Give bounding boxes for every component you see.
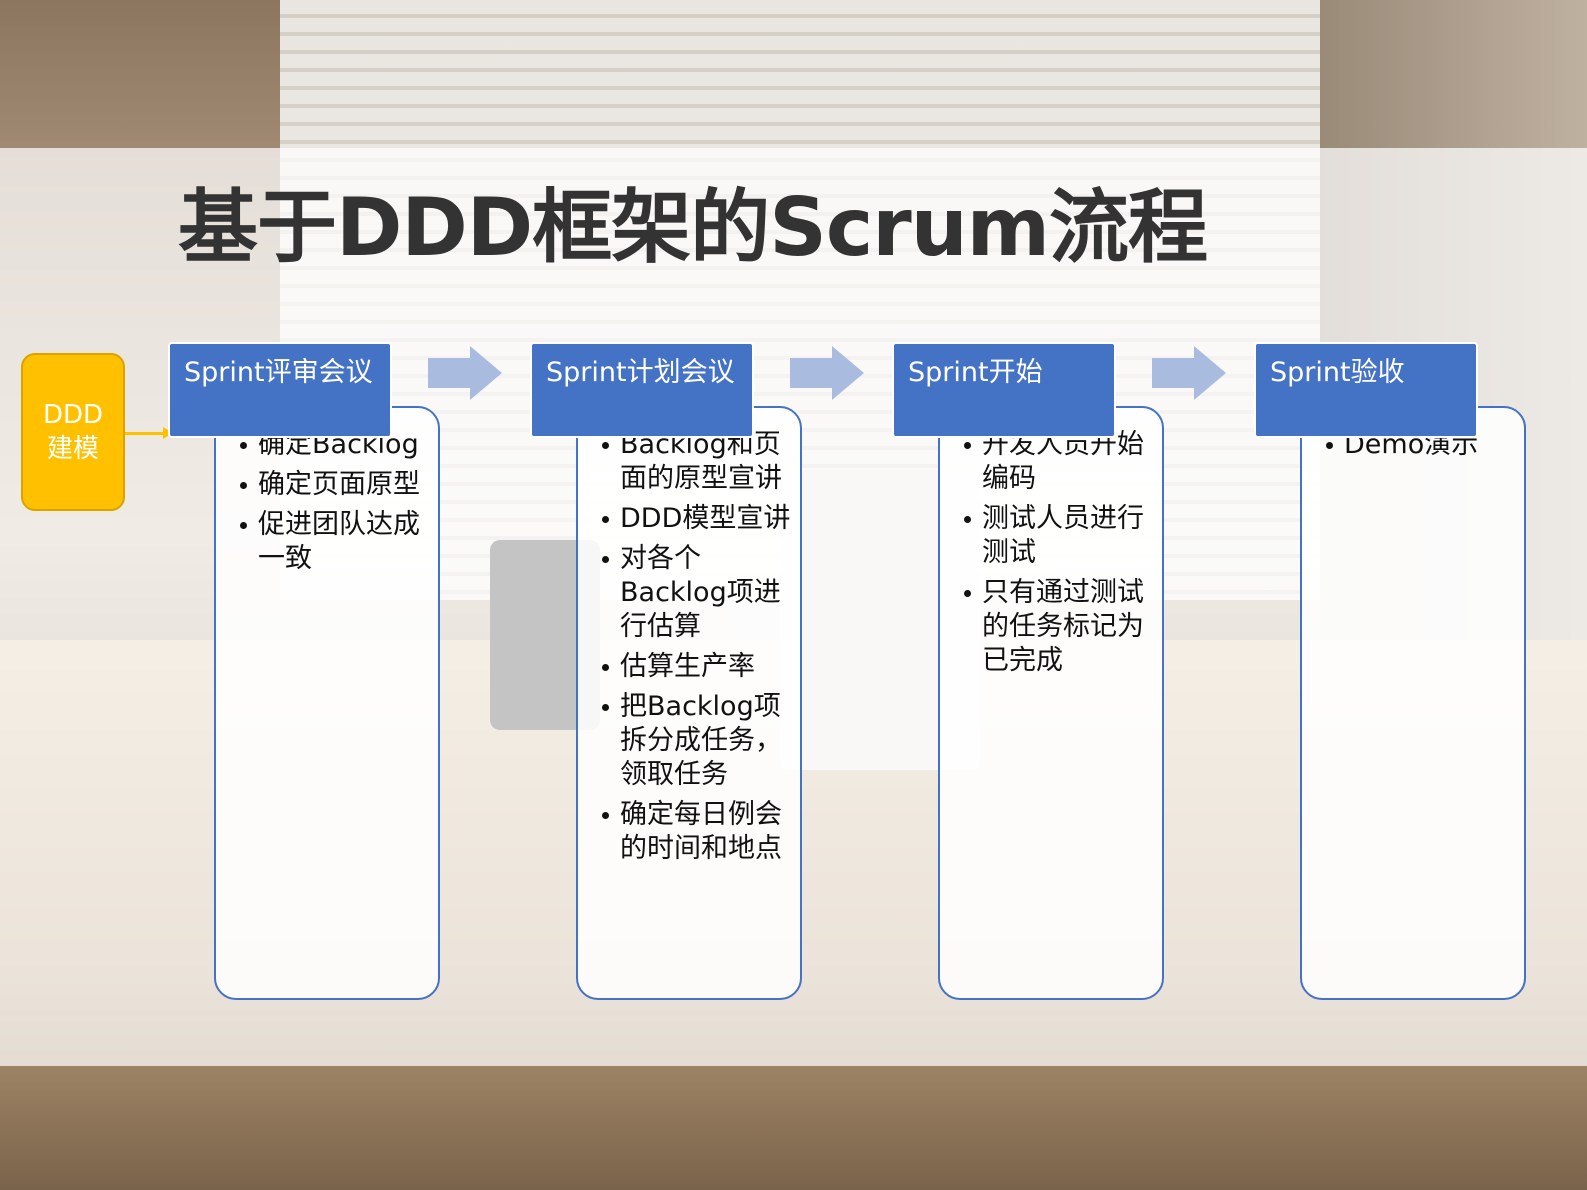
- stage-header: Sprint开始: [892, 342, 1116, 438]
- stage-header: Sprint验收: [1254, 342, 1478, 438]
- list-item: DDD模型宣讲: [600, 502, 792, 536]
- ddd-modeling-box: DDD 建模: [21, 353, 125, 511]
- list-item: 只有通过测试的任务标记为已完成: [962, 576, 1154, 678]
- right-arrow-icon: [790, 346, 864, 400]
- list-item: Backlog和页面的原型宣讲: [600, 428, 792, 496]
- stage-body: 确定Backlog 确定页面原型 促进团队达成一致: [214, 406, 440, 1000]
- stage-sprint-planning: Backlog和页面的原型宣讲 DDD模型宣讲 对各个Backlog项进行估算 …: [530, 342, 892, 1012]
- right-arrow-icon: [428, 346, 502, 400]
- list-item: 确定每日例会的时间和地点: [600, 798, 792, 866]
- list-item: 对各个Backlog项进行估算: [600, 542, 792, 644]
- list-item: 把Backlog项拆分成任务，领取任务: [600, 690, 792, 792]
- list-item: 确定页面原型: [238, 468, 430, 502]
- stage-sprint-acceptance: Demo演示 Sprint验收: [1254, 342, 1587, 1012]
- list-item: 促进团队达成一致: [238, 508, 430, 576]
- stage-body: Demo演示: [1300, 406, 1526, 1000]
- stage-item-list: 开发人员开始编码 测试人员进行测试 只有通过测试的任务标记为已完成: [962, 428, 1154, 678]
- stage-sprint-start: 开发人员开始编码 测试人员进行测试 只有通过测试的任务标记为已完成 Sprint…: [892, 342, 1254, 1012]
- page-title: 基于DDD框架的Scrum流程: [178, 181, 1208, 274]
- list-item: 估算生产率: [600, 650, 792, 684]
- list-item: 开发人员开始编码: [962, 428, 1154, 496]
- stage-item-list: 确定Backlog 确定页面原型 促进团队达成一致: [238, 428, 430, 576]
- stage-body: Backlog和页面的原型宣讲 DDD模型宣讲 对各个Backlog项进行估算 …: [576, 406, 802, 1000]
- ddd-connector-arrow-icon: [125, 427, 173, 439]
- stage-header: Sprint计划会议: [530, 342, 754, 438]
- stage-header: Sprint评审会议: [168, 342, 392, 438]
- stage-item-list: Backlog和页面的原型宣讲 DDD模型宣讲 对各个Backlog项进行估算 …: [600, 428, 792, 866]
- stage-body: 开发人员开始编码 测试人员进行测试 只有通过测试的任务标记为已完成: [938, 406, 1164, 1000]
- ddd-modeling-label: DDD 建模: [42, 400, 104, 464]
- list-item: 测试人员进行测试: [962, 502, 1154, 570]
- stage-sprint-review: 确定Backlog 确定页面原型 促进团队达成一致 Sprint评审会议: [168, 342, 530, 1012]
- right-arrow-icon: [1152, 346, 1226, 400]
